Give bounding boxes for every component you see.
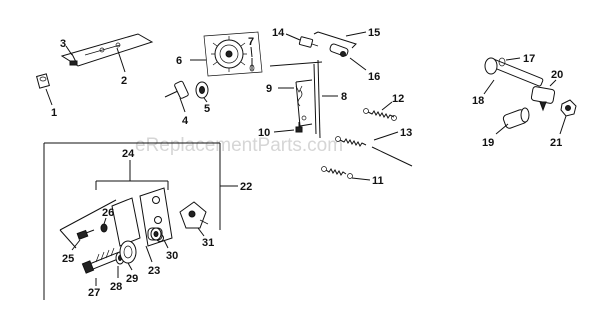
leader-21	[559, 115, 567, 135]
leader-14	[285, 33, 301, 41]
part-11-spring	[321, 166, 353, 179]
leader-11	[351, 177, 371, 181]
leader-1	[45, 88, 53, 106]
callout-17: 17	[523, 53, 535, 65]
callout-4: 4	[182, 115, 189, 127]
leader-15	[345, 31, 367, 37]
part-5-washer	[195, 81, 209, 99]
callout-3: 3	[60, 38, 66, 50]
group-lines-left	[59, 199, 117, 249]
part-31-bracket	[179, 201, 209, 229]
callout-29: 29	[126, 273, 138, 285]
callout-25: 25	[62, 253, 74, 265]
callout-14: 14	[272, 27, 285, 39]
part-27-bolt	[81, 247, 121, 274]
callout-11: 11	[372, 175, 384, 187]
part-10-screw	[295, 122, 303, 133]
part-21-nut	[560, 99, 577, 117]
leader-3	[65, 45, 73, 56]
leader-23	[145, 245, 153, 263]
callout-12: 12	[392, 93, 404, 105]
part-12-spring	[363, 108, 397, 121]
callout-13: 13	[400, 127, 412, 139]
part-17-clip	[498, 57, 506, 67]
part-15-link-rod	[313, 31, 357, 49]
leader-4	[179, 97, 186, 113]
group-24-bracket-lines	[95, 160, 169, 190]
callout-28: 28	[110, 281, 122, 293]
leader-13	[373, 131, 399, 141]
part-18-shaft	[484, 57, 544, 87]
callout-20: 20	[551, 69, 563, 81]
part-13-spring-rod	[335, 136, 413, 167]
callout-21: 21	[550, 137, 562, 149]
part-25-bolt	[76, 229, 95, 240]
callout-22: 22	[240, 181, 252, 193]
callout-1: 1	[51, 107, 57, 119]
callout-27: 27	[88, 287, 100, 299]
leader-20	[549, 79, 557, 87]
leader-12	[381, 101, 393, 111]
leader-5	[203, 97, 208, 103]
part-8-governor-lever	[269, 59, 323, 139]
part-20-lever	[530, 86, 556, 112]
leader-2	[116, 47, 126, 73]
leader-31	[197, 227, 205, 237]
part-16-swivel	[329, 43, 349, 57]
part-30-spacer	[147, 227, 163, 241]
callout-18: 18	[472, 95, 484, 107]
leader-25	[71, 239, 81, 251]
callout-26: 26	[102, 207, 114, 219]
callout-10: 10	[258, 127, 270, 139]
callout-16: 16	[368, 71, 380, 83]
callout-19: 19	[482, 137, 494, 149]
callout-5: 5	[204, 103, 210, 115]
leader-7	[250, 46, 253, 58]
part-4-pin	[164, 80, 189, 99]
part-26-screw	[100, 217, 108, 233]
part-3-screw	[69, 53, 78, 66]
callout-24: 24	[122, 148, 135, 160]
leader-29	[127, 262, 133, 271]
callout-8: 8	[341, 91, 347, 103]
part-1-nut	[36, 73, 50, 89]
callout-2: 2	[121, 75, 127, 87]
callout-30: 30	[166, 250, 178, 262]
part-7-clip	[249, 58, 255, 72]
callout-7: 7	[248, 36, 254, 48]
part-23-plate	[111, 187, 173, 247]
leader-30	[163, 239, 169, 249]
leader-19	[495, 123, 509, 135]
part-9-spring-clip	[295, 85, 303, 93]
callout-15: 15	[368, 27, 380, 39]
leader-18	[483, 79, 495, 95]
leader-17	[505, 57, 521, 61]
part-6-governor-gear	[203, 31, 263, 77]
callout-9: 9	[266, 83, 272, 95]
part-19-bushing	[502, 107, 530, 129]
part-29-washer	[119, 240, 137, 264]
part-14-nut	[298, 36, 319, 48]
leader-16	[349, 57, 367, 71]
watermark-text: eReplacementParts.com	[135, 135, 343, 156]
callout-31: 31	[202, 237, 214, 249]
leader-10	[273, 129, 295, 133]
callout-6: 6	[176, 55, 182, 67]
callout-23: 23	[148, 265, 160, 277]
